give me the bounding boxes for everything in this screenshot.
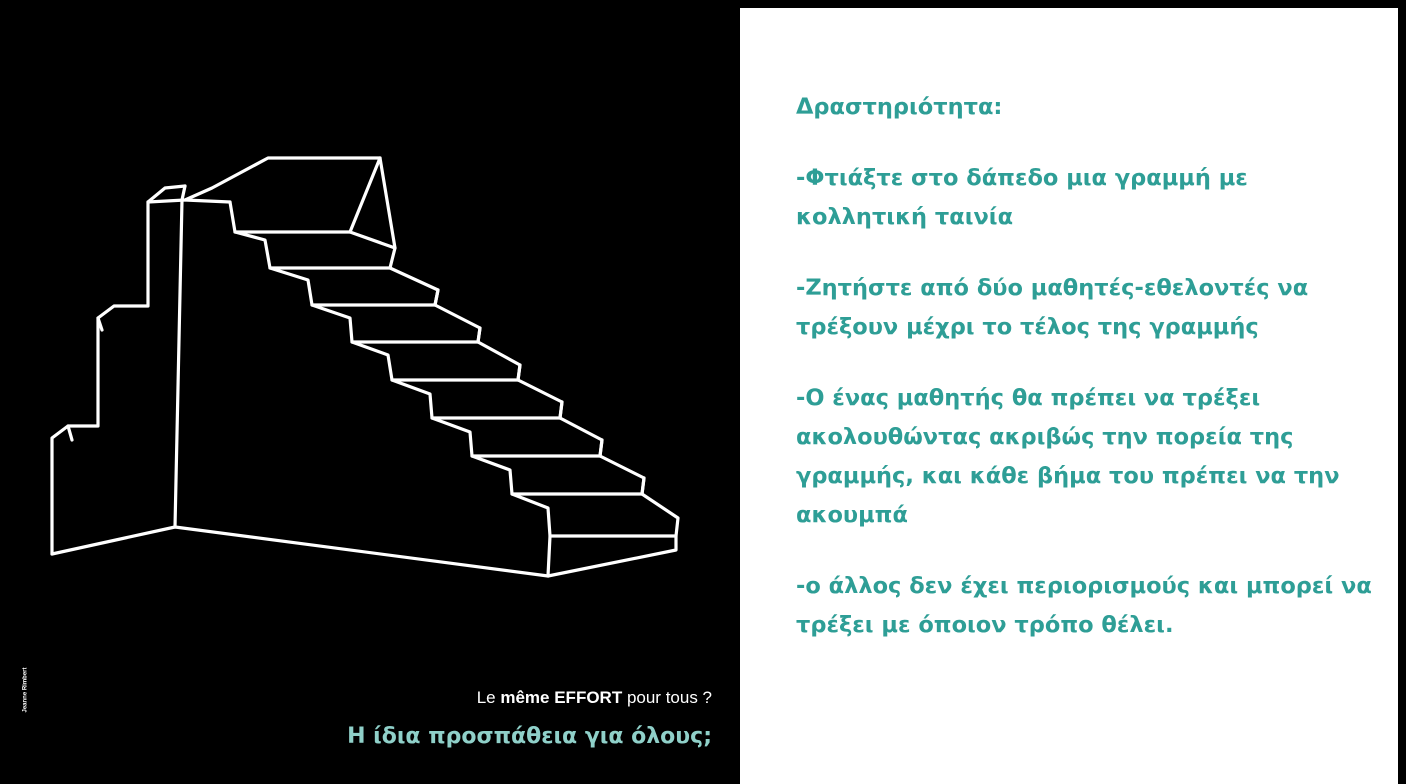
illustration-panel: Jeanne Rimbert Le même EFFORT pour tous … <box>22 156 712 749</box>
activity-step-2: -Ζητήστε από δύο μαθητές-εθελοντές να τρ… <box>796 275 1309 340</box>
activity-step-4: -ο άλλος δεν έχει περιορισμούς και μπορε… <box>796 573 1372 638</box>
activity-instructions: Δραστηριότητα: -Φτιάξτε στο δάπεδο μια γ… <box>796 88 1376 677</box>
french-caption: Le même EFFORT pour tous ? <box>476 688 712 707</box>
illustrator-credit: Jeanne Rimbert <box>22 667 29 713</box>
activity-panel: Δραστηριότητα: -Φτιάξτε στο δάπεδο μια γ… <box>740 8 1398 784</box>
staircase-illustration <box>50 156 680 578</box>
activity-heading: Δραστηριότητα: <box>796 94 1003 120</box>
greek-caption: Η ίδια προσπάθεια για όλους; <box>347 724 712 749</box>
activity-step-3: -Ο ένας μαθητής θα πρέπει να τρέξει ακολ… <box>796 385 1340 528</box>
activity-step-1: -Φτιάξτε στο δάπεδο μια γραμμή με κολλητ… <box>796 165 1248 230</box>
